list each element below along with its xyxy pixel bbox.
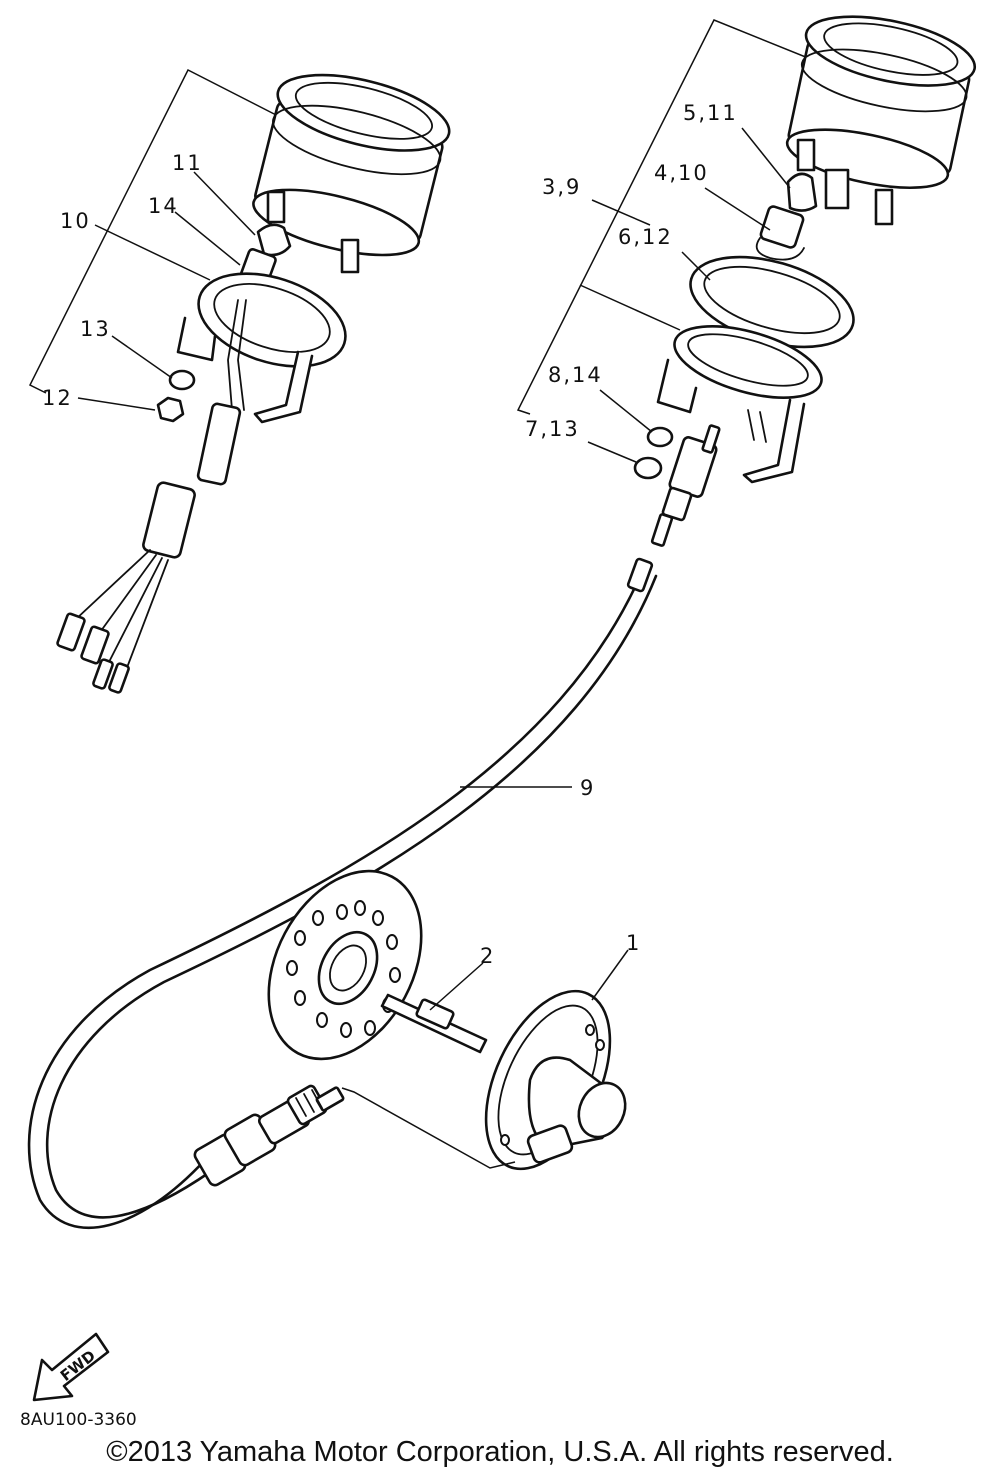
callout-4-10: 4,10 [654,161,709,185]
brake-disc [267,869,423,1061]
right-bulb-socket [755,172,818,261]
right-gauge-housing [785,15,977,190]
speedometer-gear-unit: 1 [341,931,641,1171]
callout-8-14: 8,14 [548,363,603,387]
fwd-direction-arrow: FWD [32,1332,110,1402]
right-collar [633,456,663,480]
cable-upper-end [626,557,654,593]
left-gauge-stud [266,190,286,224]
right-connector [650,424,721,547]
left-gauge-stud [340,238,360,274]
drive-shaft: 2 [380,944,495,1054]
callout-10: 10 [60,209,91,233]
callout-13: 13 [80,317,111,341]
right-gauge-stud [874,188,894,226]
callout-12: 12 [42,386,73,410]
callout-3-9: 3,9 [542,175,581,199]
right-gauge-assembly: 5,11 4,10 3,9 6,12 8,14 7,13 [516,15,977,547]
left-washer [168,369,196,391]
callout-6-12: 6,12 [618,225,673,249]
left-gauge-assembly: 11 14 10 13 12 [28,68,451,694]
left-nut [156,396,185,423]
callout-9: 9 [580,776,595,800]
diagram-part-number: 8AU100-3360 [20,1410,137,1430]
left-wire-harness [56,299,247,694]
right-mounting-bracket [656,325,823,484]
left-assembly-bracket [28,68,283,394]
right-gauge-stud [824,168,850,210]
callout-14: 14 [148,194,179,218]
copyright-notice: ©2013 Yamaha Motor Corporation, U.S.A. A… [106,1436,894,1468]
callout-7-13: 7,13 [525,417,580,441]
left-mounting-bracket [176,272,347,424]
right-gauge-stud [796,138,816,172]
left-gauge-housing [252,73,451,257]
cable-lower-fitting [193,1084,345,1187]
callout-11: 11 [172,151,203,175]
right-washer [646,426,674,448]
callout-2: 2 [480,944,495,968]
right-mounting-ring [689,255,855,349]
callout-1: 1 [626,931,641,955]
right-assembly-bracket [516,19,819,415]
callout-5-11: 5,11 [683,101,738,125]
